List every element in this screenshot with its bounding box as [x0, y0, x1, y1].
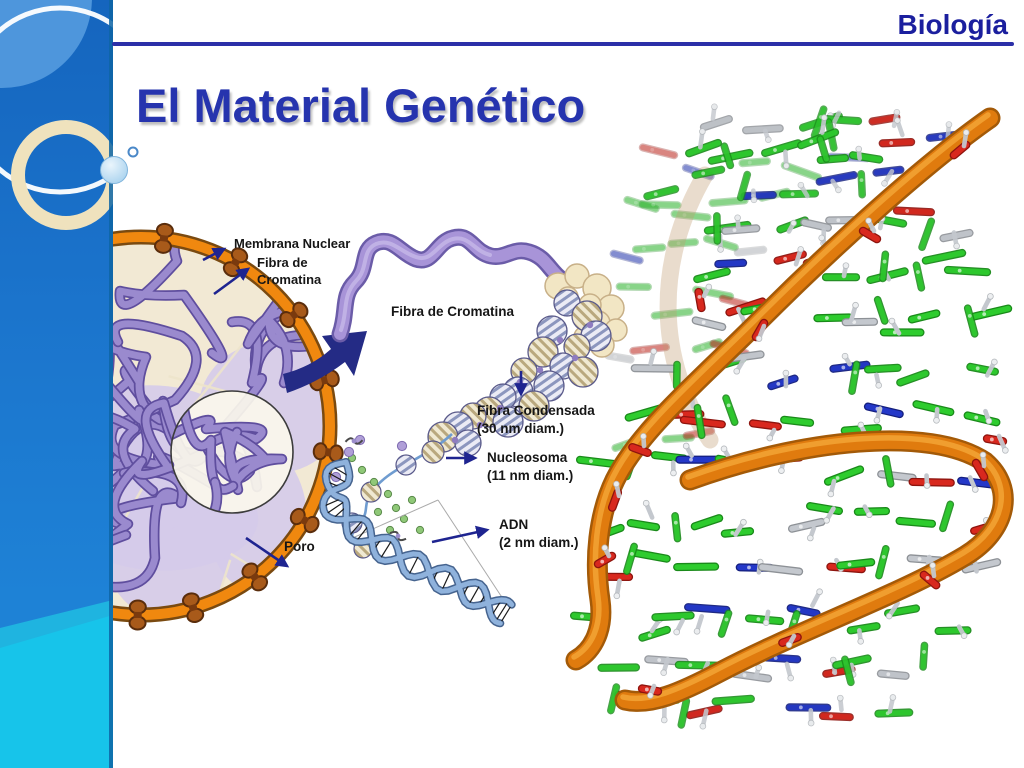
header-rule	[112, 42, 1014, 46]
label-fibra-cromatina-1b: Cromatina	[257, 272, 322, 287]
label-nucleosoma-2: (11 nm diam.)	[487, 468, 574, 483]
label-fibra-condensada-2: (30 nm diam.)	[477, 421, 565, 436]
condensed-fiber-illustration	[427, 289, 612, 457]
dna-3d-model-illustration	[565, 103, 1014, 730]
cream-ring	[11, 120, 113, 230]
label-poro: Poro	[284, 539, 315, 554]
cyan-panel-light	[0, 615, 113, 768]
dna-helix-drawing	[318, 458, 516, 628]
sidebar-decoration	[0, 0, 113, 768]
unpack-arrow	[283, 331, 367, 393]
label-membrana-nuclear: Membrana Nuclear	[234, 236, 351, 251]
page-title: El Material Genético	[136, 79, 586, 132]
label-fibra-cromatina-2: Fibra de Cromatina	[391, 304, 515, 319]
label-arrows	[202, 247, 528, 568]
corner-disc	[0, 0, 92, 88]
label-nucleosoma-1: Nucleosoma	[487, 450, 568, 465]
label-adn-2: (2 nm diam.)	[499, 535, 579, 550]
sidebar-edge	[109, 0, 113, 768]
label-fibra-cromatina-1a: Fibra de	[257, 255, 308, 270]
white-ring	[0, 5, 113, 195]
sidebar-shapes	[0, 0, 113, 768]
course-label: Biología	[897, 9, 1008, 40]
chromatin-fiber-illustration	[331, 228, 570, 343]
label-adn-1: ADN	[499, 517, 529, 532]
label-fibra-condensada-1: Fibra Condensada	[477, 403, 595, 418]
